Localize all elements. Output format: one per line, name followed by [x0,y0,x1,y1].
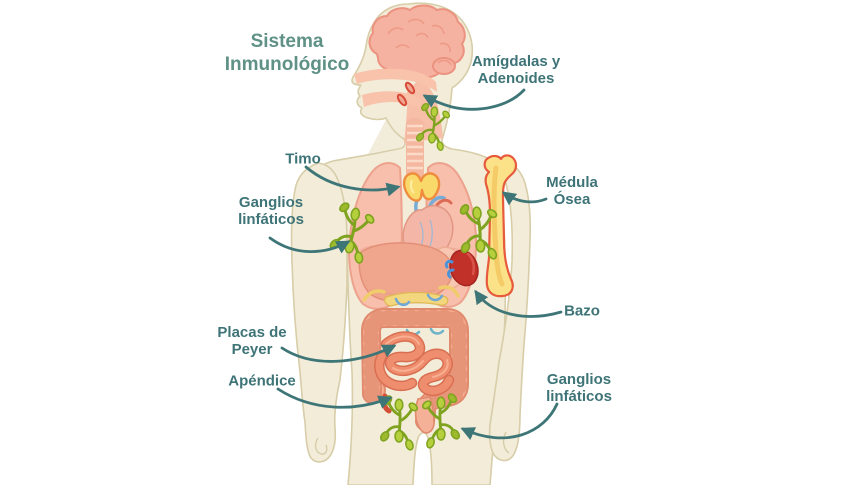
label-tonsils-adenoids: Amígdalas y Adenoides [471,53,561,87]
left-arm [290,162,348,463]
arrow-to-spleen [474,289,563,318]
arrow-to-tonsils [422,88,526,111]
label-thymus: Timo [285,150,321,168]
right-arm [488,157,532,462]
arrow-to-inguinal-lymph-nodes [460,402,559,441]
arrow-to-thymus [304,165,401,197]
pancreas-illustration [362,285,460,336]
thymus-illustration [402,172,441,202]
label-lymph-nodes-axillary: Ganglios linfáticos [238,194,304,228]
tonsils-illustration [396,81,416,107]
small-intestine-illustration [374,331,455,397]
spleen-illustration [444,249,479,287]
label-lymph-nodes-inguinal: Ganglios linfáticos [546,371,612,405]
trachea [406,118,424,180]
arrow-to-bone-marrow [501,191,548,206]
arrow-to-appendix [276,387,393,409]
label-bone-marrow: Médula Ósea [546,174,598,208]
label-appendix: Apéndice [228,372,296,390]
arrow-to-axillary-lymph-nodes [268,236,351,254]
label-spleen: Bazo [564,302,600,320]
arrow-to-peyers-patches [280,344,397,363]
neck-shadow [368,119,404,154]
page-title: Sistema Inmunológico [224,31,350,75]
label-peyers-patches: Placas de Peyer [217,324,287,358]
